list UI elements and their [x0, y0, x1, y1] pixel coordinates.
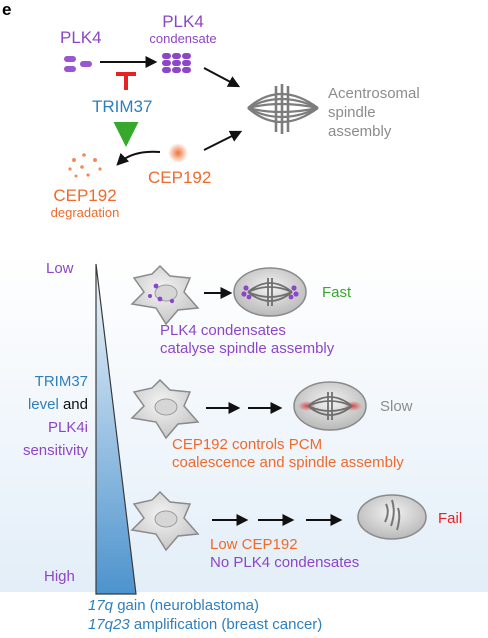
footer-17q: 17q: [88, 597, 114, 614]
caption-row2-line2: coalescence and spindle assembly: [172, 454, 404, 471]
plk4-condensate-label: PLK4 condensate: [138, 12, 228, 46]
footer-line2-rest: amplification (breast cancer): [129, 616, 323, 633]
gradient-label-sensitivity: sensitivity: [22, 442, 88, 459]
footer-amplification-notes: 17q gain (neuroblastoma) 17q23 amplifica…: [88, 596, 322, 634]
outcome-fast: Fast: [322, 284, 352, 301]
caption-row1: PLK4 condensates catalyse spindle assemb…: [160, 322, 334, 358]
cep192-degraded-dots-icon: [68, 153, 102, 178]
gradient-label-trim37: TRIM37: [34, 373, 88, 390]
plk4-label: PLK4: [60, 28, 102, 47]
cep192-puncta-icon: [168, 143, 188, 163]
spindle-label-line2: spindle: [328, 104, 376, 121]
arrow-cep192-to-degradation: [116, 150, 161, 166]
plk4-condensate-icon: [162, 53, 191, 73]
caption-row2: CEP192 controls PCM coalescence and spin…: [172, 436, 404, 472]
cep192-degradation-label: CEP192 degradation: [40, 186, 130, 220]
interphase-cell-icon-2: [130, 378, 200, 440]
caption-row1-line1: PLK4 condensates: [160, 322, 286, 339]
mitotic-cell-failed-icon: [357, 494, 427, 540]
spindle-assembly-label: Acentrosomal spindle assembly: [328, 84, 420, 141]
footer-17q23: 17q23: [88, 616, 130, 633]
plk4-monomers-icon: [64, 56, 92, 72]
gradient-axis-label: TRIM37 level and PLK4i sensitivity: [2, 370, 88, 462]
cep192-degradation-line1: CEP192: [53, 186, 117, 205]
outcome-slow: Slow: [380, 398, 413, 415]
mitotic-cell-spindle-icon-2: [293, 381, 367, 431]
inhibition-icon: [116, 72, 136, 90]
trim37-gradient-wedge: [95, 263, 137, 595]
spindle-label-line1: Acentrosomal: [328, 85, 420, 102]
cep192-label: CEP192: [148, 168, 212, 187]
gradient-label-plk4i: PLK4i: [47, 419, 88, 436]
plk4-condensate-label-line1: PLK4: [162, 12, 204, 31]
footer-line1-rest: gain (neuroblastoma): [113, 597, 259, 614]
acentrosomal-spindle-icon: [247, 84, 319, 134]
outcome-fail: Fail: [438, 510, 463, 527]
high-label: High: [44, 568, 75, 585]
caption-row3: Low CEP192 No PLK4 condensates: [210, 536, 359, 572]
interphase-cell-icon-3: [130, 490, 200, 552]
interphase-cell-icon-1: [130, 264, 200, 326]
caption-row1-line2: catalyse spindle assembly: [160, 340, 335, 357]
trim37-label: TRIM37: [92, 97, 153, 116]
panel-label: e: [2, 0, 12, 19]
plk4-condensate-label-line2: condensate: [149, 30, 217, 46]
caption-row2-line1: CEP192 controls PCM: [172, 436, 323, 453]
caption-row3-line2: No PLK4 condensates: [210, 554, 360, 571]
gradient-label-and: and: [58, 396, 88, 413]
cep192-degradation-line2: degradation: [50, 204, 120, 220]
spindle-label-line3: assembly: [328, 123, 392, 140]
caption-row3-line1: Low CEP192: [210, 536, 298, 553]
arrow-condensate-to-spindle: [203, 67, 241, 88]
low-label: Low: [46, 260, 74, 277]
gradient-label-level: level: [27, 396, 59, 413]
mitotic-cell-spindle-icon-1: [233, 267, 307, 317]
arrow-cep192-to-spindle: [203, 130, 243, 151]
